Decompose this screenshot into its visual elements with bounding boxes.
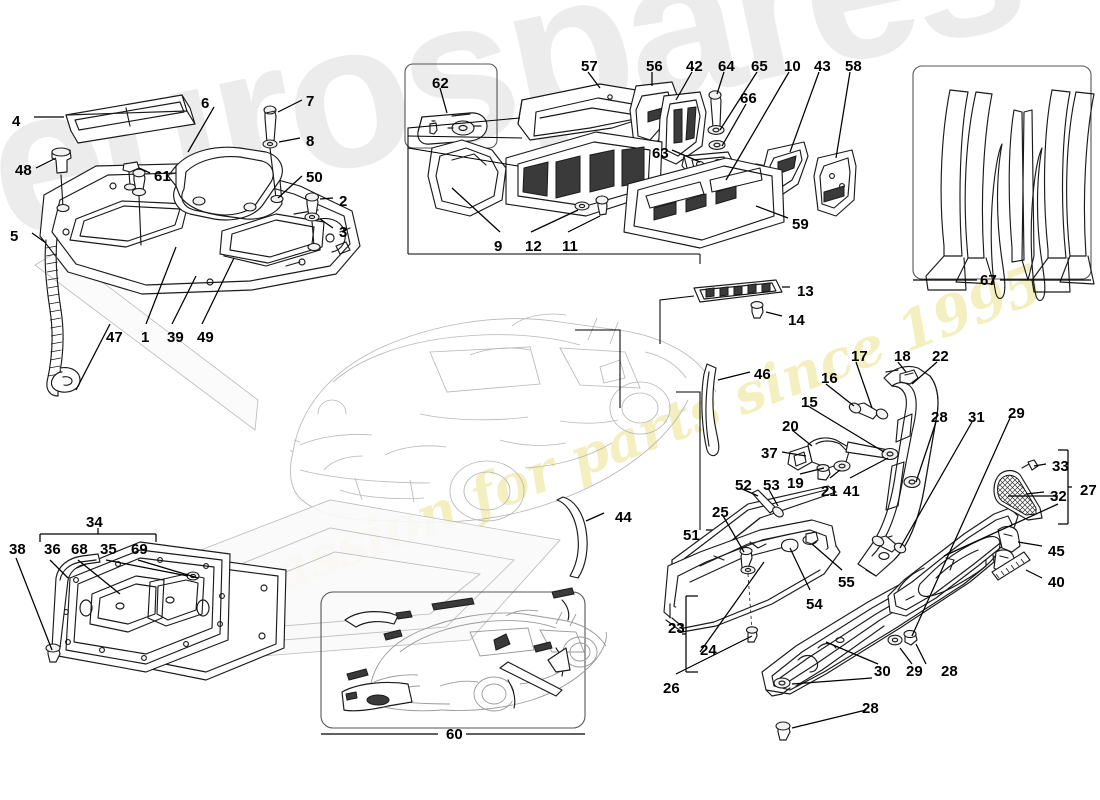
callout-28: 28 bbox=[931, 409, 948, 426]
callout-53: 53 bbox=[763, 477, 780, 494]
callout-50: 50 bbox=[306, 169, 323, 186]
callout-66: 66 bbox=[740, 90, 757, 107]
callout-27: 27 bbox=[1080, 482, 1097, 499]
callout-57: 57 bbox=[581, 58, 598, 75]
callout-69: 69 bbox=[131, 541, 148, 558]
callout-64: 64 bbox=[718, 58, 735, 75]
callout-32: 32 bbox=[1050, 488, 1067, 505]
callout-43: 43 bbox=[814, 58, 831, 75]
callout-46: 46 bbox=[754, 366, 771, 383]
callout-5: 5 bbox=[10, 228, 19, 245]
callout-36: 36 bbox=[44, 541, 61, 558]
callout-41: 41 bbox=[843, 483, 860, 500]
callout-38: 38 bbox=[9, 541, 26, 558]
callout-1: 1 bbox=[141, 329, 150, 346]
callout-26: 26 bbox=[663, 680, 680, 697]
callout-60: 60 bbox=[446, 726, 463, 743]
callout-65: 65 bbox=[751, 58, 768, 75]
callout-28-bottom: 28 bbox=[862, 700, 879, 717]
callout-47: 47 bbox=[106, 329, 123, 346]
callout-55: 55 bbox=[838, 574, 855, 591]
callout-6: 6 bbox=[201, 95, 210, 112]
callout-48: 48 bbox=[15, 162, 32, 179]
callout-8: 8 bbox=[306, 133, 315, 150]
callout-59: 59 bbox=[792, 216, 809, 233]
callout-51: 51 bbox=[683, 527, 700, 544]
callout-19: 19 bbox=[787, 475, 804, 492]
callout-63: 63 bbox=[652, 145, 669, 162]
callout-30: 30 bbox=[874, 663, 891, 680]
callout-39: 39 bbox=[167, 329, 184, 346]
callout-21: 21 bbox=[821, 483, 838, 500]
callout-17: 17 bbox=[851, 348, 868, 365]
callout-31: 31 bbox=[968, 409, 985, 426]
callout-20: 20 bbox=[782, 418, 799, 435]
callout-18: 18 bbox=[894, 348, 911, 365]
callout-61: 61 bbox=[154, 168, 171, 185]
callout-10: 10 bbox=[784, 58, 801, 75]
callout-7: 7 bbox=[306, 93, 315, 110]
callout-45: 45 bbox=[1048, 543, 1065, 560]
callout-56: 56 bbox=[646, 58, 663, 75]
callout-67: 67 bbox=[980, 272, 997, 289]
callout-12: 12 bbox=[525, 238, 542, 255]
callout-29: 29 bbox=[1008, 405, 1025, 422]
callout-23: 23 bbox=[668, 620, 685, 637]
callout-15: 15 bbox=[801, 394, 818, 411]
callout-9: 9 bbox=[494, 238, 503, 255]
callout-37: 37 bbox=[761, 445, 778, 462]
callout-13: 13 bbox=[797, 283, 814, 300]
callout-3: 3 bbox=[339, 224, 348, 241]
callout-35: 35 bbox=[100, 541, 117, 558]
callout-4: 4 bbox=[12, 113, 21, 130]
callout-34: 34 bbox=[86, 514, 103, 531]
callout-25: 25 bbox=[712, 504, 729, 521]
callout-33: 33 bbox=[1052, 458, 1069, 475]
callout-44: 44 bbox=[615, 509, 632, 526]
callout-11: 11 bbox=[562, 238, 578, 255]
callout-49: 49 bbox=[197, 329, 214, 346]
callout-40: 40 bbox=[1048, 574, 1065, 591]
callout-54: 54 bbox=[806, 596, 823, 613]
callout-58: 58 bbox=[845, 58, 862, 75]
callout-22: 22 bbox=[932, 348, 949, 365]
callout-68: 68 bbox=[71, 541, 88, 558]
callout-16: 16 bbox=[821, 370, 838, 387]
callout-42: 42 bbox=[686, 58, 703, 75]
callout-62: 62 bbox=[432, 75, 449, 92]
callout-2: 2 bbox=[339, 193, 348, 210]
callout-24: 24 bbox=[700, 642, 717, 659]
callout-14: 14 bbox=[788, 312, 805, 329]
callout-52: 52 bbox=[735, 477, 752, 494]
callout-29-lower: 29 bbox=[906, 663, 923, 680]
callout-28-lower: 28 bbox=[941, 663, 958, 680]
